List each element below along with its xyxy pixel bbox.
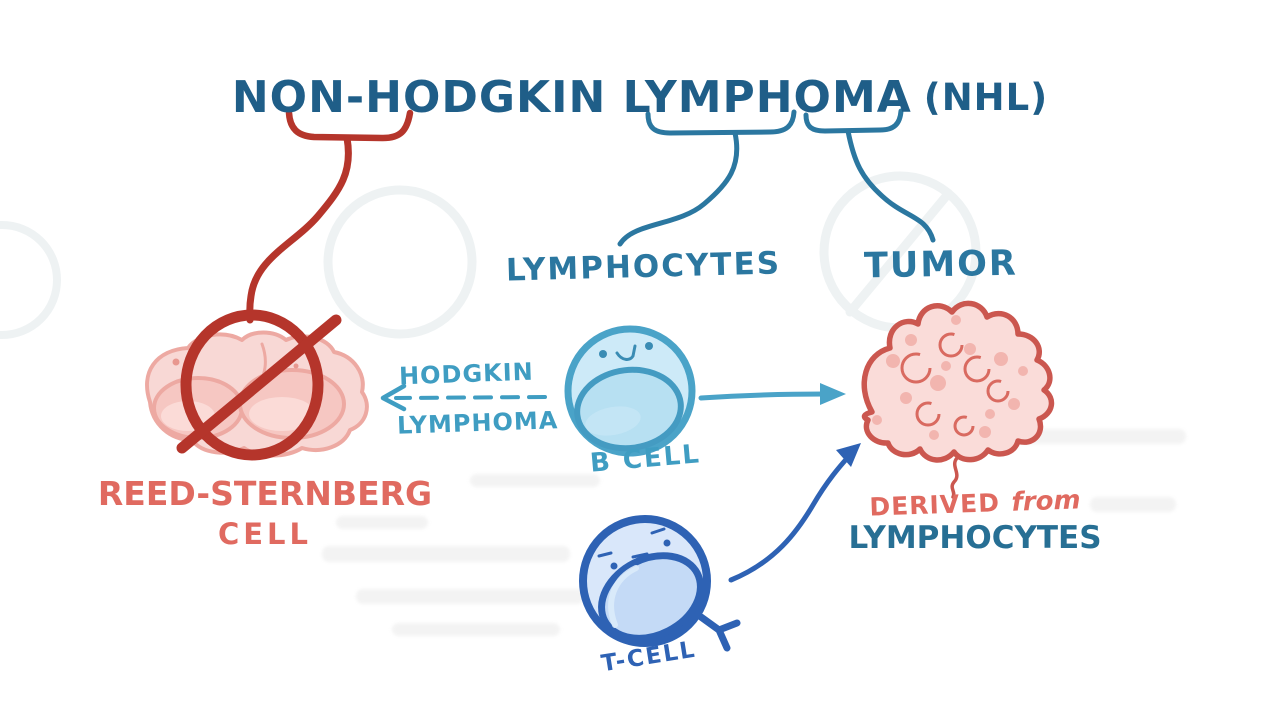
tcell-to-tumor-arrow [728, 443, 861, 583]
derived-word: DERIVED [868, 488, 1001, 522]
non-branch-connector [246, 109, 414, 324]
b-cell-illustration [564, 325, 696, 457]
reed-sternberg-label-line1: REED-STERNBERG [97, 474, 433, 513]
page-title: NON-HODGKIN LYMPHOMA (NHL) [232, 72, 1048, 123]
t-cell-illustration [579, 515, 741, 652]
title-abbreviation: (NHL) [923, 76, 1049, 119]
ghost-shapes [0, 171, 981, 339]
ghost-artifact [1008, 429, 1186, 444]
prohibition-sign [176, 309, 342, 461]
derived-from-note: DERIVED from LYMPHOCYTES [845, 485, 1105, 556]
ghost-artifact [470, 474, 600, 487]
from-word: from [1010, 485, 1082, 518]
hodgkin-note-line2: LYMPHOMA [396, 406, 559, 440]
tumor-branch-connector [803, 108, 936, 243]
ghost-artifact [392, 623, 560, 636]
ghost-artifact [356, 589, 584, 604]
title-main: NON-HODGKIN LYMPHOMA [231, 72, 912, 123]
hodgkin-dashed-arrow [380, 383, 547, 412]
lymphocytes-branch-label: LYMPHOCYTES [505, 245, 782, 289]
ghost-artifact [336, 516, 428, 529]
derived-from-line1: DERIVED from [845, 484, 1106, 523]
reed-sternberg-label-line2: CELL [217, 517, 313, 551]
bcell-to-tumor-arrow [698, 383, 846, 405]
ghost-artifact [322, 546, 570, 562]
hodgkin-note-line1: HODGKIN [398, 357, 535, 391]
reed-sternberg-label: REED-STERNBERG CELL [95, 474, 435, 551]
reed-sternberg-cell-illustration [145, 330, 369, 458]
derived-lymphocytes-word: LYMPHOCYTES [848, 520, 1102, 556]
tumor-illustration [861, 300, 1055, 499]
lymphocytes-branch-connector [617, 109, 797, 247]
ghost-artifact [1090, 497, 1176, 512]
tumor-branch-label: TUMOR [863, 243, 1019, 287]
